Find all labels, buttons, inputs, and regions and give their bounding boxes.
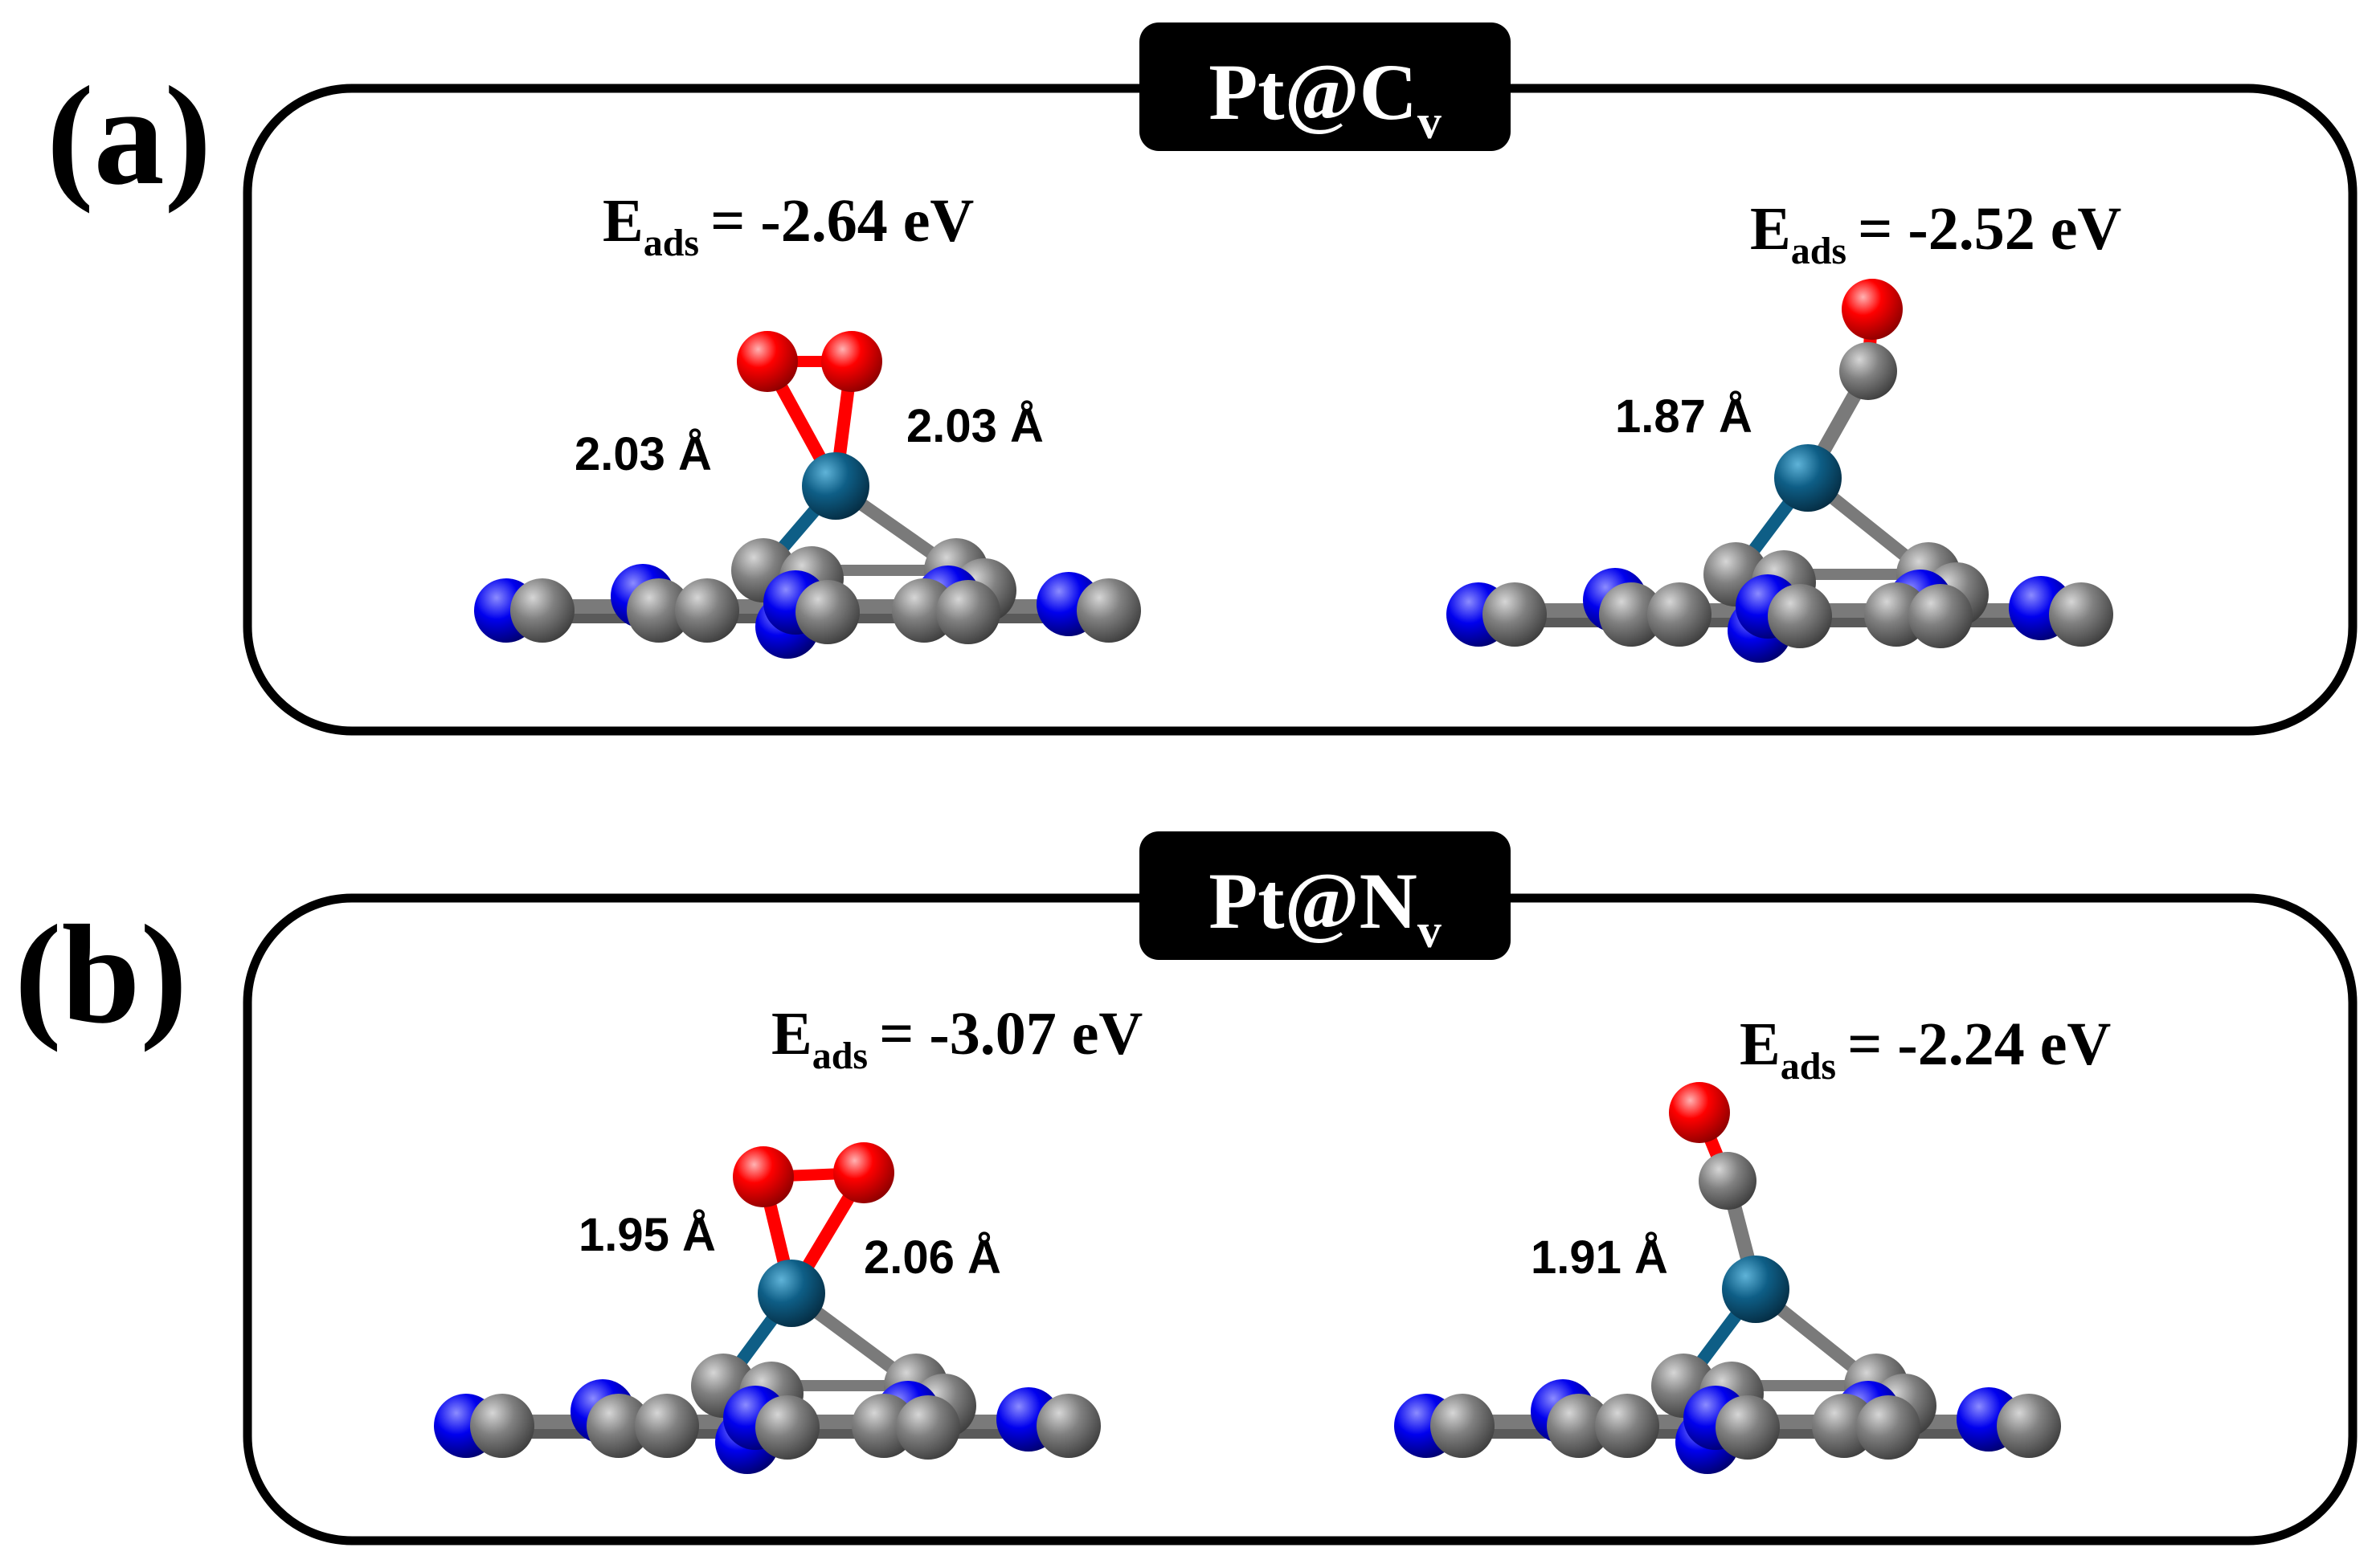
energy-label-a2: Eads= -2.52 eV — [1750, 195, 2121, 272]
tag-main-a: Pt@C — [1208, 47, 1417, 137]
carbon-atom — [510, 578, 575, 643]
carbon-atom — [2049, 582, 2113, 647]
oxygen-atom — [821, 331, 882, 392]
oxygen-atom — [737, 331, 798, 392]
bond-label-b1-left: 1.95 Å — [579, 1209, 716, 1261]
energy-label-b1: Eads= -3.07 eV — [771, 1000, 1143, 1077]
tag-sub-b: v — [1417, 904, 1442, 958]
carbon-atom — [1839, 342, 1897, 400]
carbon-atom — [1856, 1395, 1920, 1460]
carbon-atom — [1908, 584, 1973, 648]
carbon-atom — [1997, 1394, 2061, 1458]
carbon-atom — [1647, 582, 1711, 647]
carbon-atom — [627, 578, 691, 643]
panel-label-b: (b) — [14, 896, 187, 1053]
molecule-a1 — [474, 331, 1141, 659]
panel-b: (b) Pt@Nv Eads= -3.07 eV Eads= -2.24 eV … — [14, 831, 2358, 1546]
carbon-atom — [795, 580, 860, 644]
oxygen-atom — [833, 1142, 894, 1203]
carbon-atom — [896, 1395, 960, 1460]
platinum-atom — [1722, 1256, 1789, 1323]
carbon-atom — [1768, 584, 1832, 648]
panel-tag-b: Pt@Nv — [1139, 831, 1511, 960]
tag-sub-a: v — [1417, 96, 1442, 149]
bond-label-b2: 1.91 Å — [1531, 1231, 1668, 1284]
bond-label-a1-left: 2.03 Å — [575, 428, 712, 480]
carbon-atom — [1430, 1394, 1495, 1458]
carbon-atom — [755, 1395, 820, 1460]
bond-label-a2: 1.87 Å — [1615, 390, 1752, 443]
carbon-atom — [1482, 582, 1547, 647]
carbon-atom — [1716, 1395, 1780, 1460]
molecule-a2 — [1446, 279, 2113, 663]
oxygen-atom — [1842, 279, 1903, 340]
carbon-atom — [936, 580, 1000, 644]
panel-a: (a) Pt@Cv Eads= -2.64 eV Eads= -2.52 eV … — [47, 22, 2358, 736]
carbon-atom — [1547, 1394, 1611, 1458]
carbon-atom — [1595, 1394, 1659, 1458]
energy-label-b2: Eads= -2.24 eV — [1740, 1011, 2111, 1088]
panel-tag-a: Pt@Cv — [1139, 22, 1511, 151]
bond-label-b1-right: 2.06 Å — [864, 1231, 1001, 1284]
carbon-atom — [470, 1394, 534, 1458]
platinum-atom — [802, 452, 869, 520]
oxygen-atom — [733, 1146, 794, 1207]
platinum-atom — [1774, 444, 1842, 512]
platinum-atom — [758, 1260, 825, 1327]
molecule-b2 — [1394, 1082, 2061, 1474]
svg-text:Pt@Cv: Pt@Cv — [1208, 47, 1442, 149]
carbon-atom — [1037, 1394, 1101, 1458]
carbon-atom — [635, 1394, 699, 1458]
svg-text:Pt@Nv: Pt@Nv — [1208, 856, 1442, 958]
carbon-atom — [1599, 582, 1663, 647]
panel-label-a: (a) — [47, 58, 211, 214]
oxygen-atom — [1669, 1082, 1730, 1143]
carbon-atom — [587, 1394, 651, 1458]
tag-main-b: Pt@N — [1208, 856, 1417, 945]
carbon-atom — [1077, 578, 1141, 643]
carbon-atom — [675, 578, 739, 643]
energy-label-a1: Eads= -2.64 eV — [603, 187, 974, 264]
carbon-atom — [1699, 1152, 1756, 1210]
bond-label-a1-right: 2.03 Å — [906, 400, 1044, 452]
molecule-b1 — [434, 1142, 1101, 1474]
